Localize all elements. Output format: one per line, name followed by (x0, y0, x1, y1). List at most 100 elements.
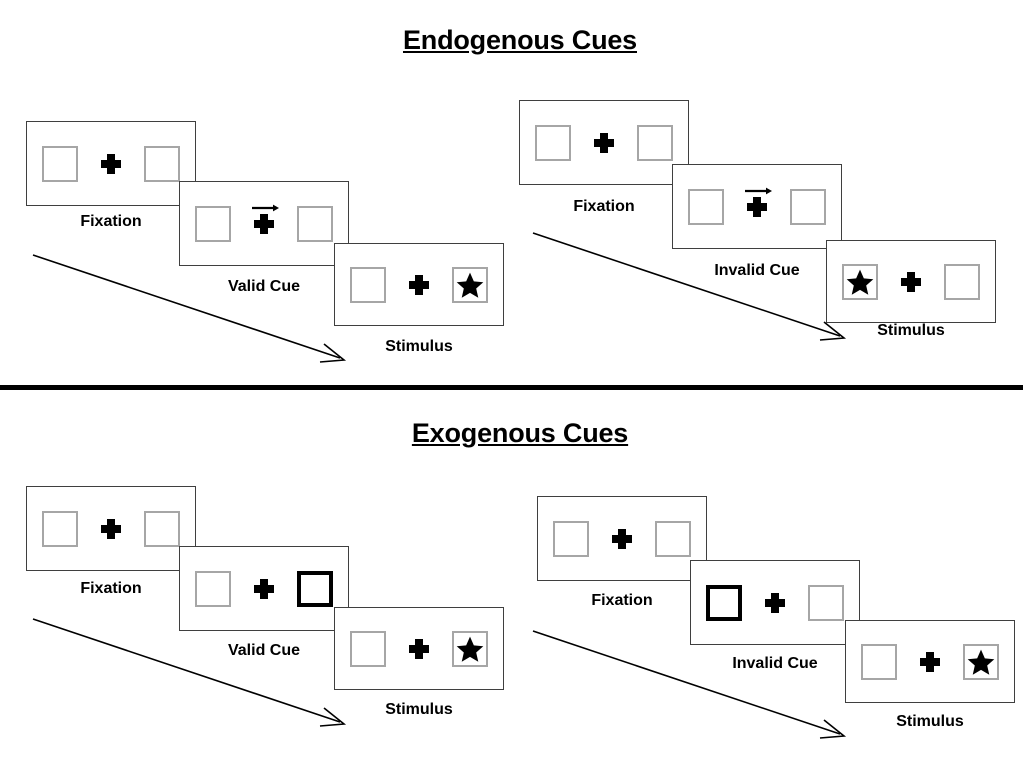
left-placeholder-box (535, 124, 571, 161)
spacer (386, 284, 408, 285)
fixation-cross-icon (100, 146, 122, 182)
left-cued-box (706, 584, 742, 621)
spacer (742, 602, 764, 603)
arrow-right-cue-icon (745, 187, 772, 194)
spacer (386, 648, 408, 649)
right-target-box (452, 630, 488, 667)
left-target-box (842, 263, 878, 300)
right-target-box (452, 266, 488, 303)
spacer (768, 206, 790, 207)
fixation-cross-icon (252, 204, 279, 242)
time-flow-arrow-icon (32, 618, 347, 727)
right-placeholder-box (637, 124, 673, 161)
star-icon (456, 636, 484, 662)
spacer (786, 602, 808, 603)
right-placeholder-box (655, 520, 691, 557)
panel-content (827, 241, 995, 322)
panel-exogenous-invalid-fixation[interactable] (537, 496, 707, 581)
spacer (122, 163, 144, 164)
fixation-cross-icon (745, 187, 772, 225)
time-flow-arrow-icon (32, 254, 347, 363)
panel-exogenous-invalid-cue[interactable] (690, 560, 860, 645)
left-placeholder-box (688, 188, 724, 225)
time-flow-arrow-icon (532, 232, 847, 341)
left-placeholder-box (861, 643, 897, 680)
label-endogenous-valid-stimulus: Stimulus (385, 338, 453, 355)
fixation-cross-icon (611, 521, 633, 557)
label-exogenous-valid-stimulus: Stimulus (385, 701, 453, 718)
fixation-cross-icon (764, 585, 786, 621)
panel-content (335, 244, 503, 325)
star-icon (456, 272, 484, 298)
label-exogenous-valid-fixation: Fixation (80, 580, 142, 597)
left-placeholder-box (195, 570, 231, 607)
spacer (78, 528, 100, 529)
label-endogenous-invalid-stimulus: Stimulus (877, 322, 945, 339)
spacer (231, 588, 253, 589)
left-placeholder-box (350, 630, 386, 667)
spacer (878, 281, 900, 282)
panel-endogenous-invalid-cue[interactable] (672, 164, 842, 249)
panel-exogenous-valid-fixation[interactable] (26, 486, 196, 571)
spacer (941, 661, 963, 662)
time-flow-arrow-icon (532, 630, 847, 739)
right-placeholder-box (297, 205, 333, 242)
panel-endogenous-valid-fixation[interactable] (26, 121, 196, 206)
panel-endogenous-valid-stimulus[interactable] (334, 243, 504, 326)
panel-endogenous-invalid-stimulus[interactable] (826, 240, 996, 323)
spacer (615, 142, 637, 143)
spacer (430, 284, 452, 285)
spacer (633, 538, 655, 539)
label-endogenous-valid-fixation: Fixation (80, 213, 142, 230)
right-placeholder-box (944, 263, 980, 300)
fixation-cross-icon (593, 125, 615, 161)
panel-content (691, 561, 859, 644)
panel-content (180, 182, 348, 265)
panel-endogenous-valid-cue[interactable] (179, 181, 349, 266)
spacer (897, 661, 919, 662)
panel-exogenous-valid-stimulus[interactable] (334, 607, 504, 690)
spacer (571, 142, 593, 143)
label-exogenous-invalid-cue: Invalid Cue (732, 655, 818, 672)
section-divider (0, 385, 1023, 390)
panel-exogenous-invalid-stimulus[interactable] (845, 620, 1015, 703)
fixation-cross-icon (408, 267, 430, 303)
label-exogenous-invalid-fixation: Fixation (591, 592, 653, 609)
spacer (724, 206, 746, 207)
panel-content (538, 497, 706, 580)
panel-exogenous-valid-cue[interactable] (179, 546, 349, 631)
panel-endogenous-invalid-fixation[interactable] (519, 100, 689, 185)
star-icon (846, 269, 874, 295)
fixation-cross-icon (253, 571, 275, 607)
label-endogenous-invalid-cue: Invalid Cue (714, 262, 800, 279)
right-placeholder-box (808, 584, 844, 621)
right-cued-box (297, 570, 333, 607)
panel-content (673, 165, 841, 248)
left-placeholder-box (42, 145, 78, 182)
panel-content (846, 621, 1014, 702)
spacer (275, 588, 297, 589)
fixation-cross-icon (900, 264, 922, 300)
panel-content (27, 122, 195, 205)
left-placeholder-box (195, 205, 231, 242)
panel-content (520, 101, 688, 184)
fixation-cross-icon (100, 511, 122, 547)
right-placeholder-box (144, 510, 180, 547)
spacer (922, 281, 944, 282)
label-exogenous-valid-cue: Valid Cue (227, 642, 301, 659)
spacer (78, 163, 100, 164)
endogenous-section-title: Endogenous Cues (402, 25, 637, 55)
right-placeholder-box (144, 145, 180, 182)
left-placeholder-box (42, 510, 78, 547)
label-endogenous-invalid-fixation: Fixation (573, 198, 635, 215)
spacer (275, 223, 297, 224)
right-placeholder-box (790, 188, 826, 225)
star-icon (967, 649, 995, 675)
fixation-cross-icon (919, 644, 941, 680)
spacer (122, 528, 144, 529)
panel-content (335, 608, 503, 689)
spacer (589, 538, 611, 539)
left-placeholder-box (350, 266, 386, 303)
spacer (231, 223, 253, 224)
